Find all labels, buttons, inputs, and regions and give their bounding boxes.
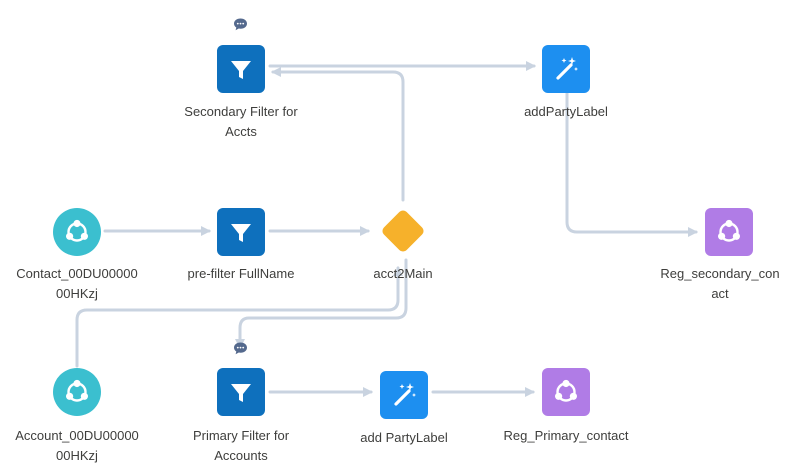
primary-filter-node[interactable]: [217, 368, 265, 416]
reg-secondary-contact-label: Reg_secondary_con act: [660, 266, 780, 301]
comment-icon[interactable]: [233, 17, 248, 32]
acct2main-join-node[interactable]: [379, 207, 427, 255]
prefilter-fullname-node[interactable]: [217, 208, 265, 256]
funnel-icon: [231, 224, 251, 242]
magic-wand-icon: [394, 383, 416, 406]
add-party-label-node-top[interactable]: [542, 45, 590, 93]
funnel-icon: [231, 384, 251, 402]
reg-secondary-contact-node[interactable]: [705, 208, 753, 256]
add-party-label-bottom-label: add PartyLabel: [360, 430, 448, 445]
primary-filter-label: Primary Filter for Accounts: [192, 428, 290, 463]
prefilter-fullname-label: pre-filter FullName: [187, 266, 295, 281]
acct2main-label: acct2Main: [373, 266, 433, 281]
connector-account-to-acct2main: [75, 266, 403, 368]
contact-input-node[interactable]: [53, 208, 101, 256]
connector-acct2main-to-secondary: [271, 67, 405, 202]
connector-addpartylabel-to-regsecondary: [565, 90, 698, 237]
funnel-icon: [231, 61, 251, 79]
add-party-label-top-label: addPartyLabel: [524, 104, 608, 119]
contact-input-label: Contact_00DU00000 00HKzj: [16, 266, 138, 301]
secondary-filter-label: Secondary Filter for Accts: [184, 104, 298, 139]
add-party-label-node-bottom[interactable]: [380, 371, 428, 419]
connector-acct2main-to-primary: [235, 258, 408, 349]
account-input-label: Account_00DU00000 00HKzj: [15, 428, 139, 463]
share-network-icon: [66, 379, 88, 402]
magic-wand-icon: [556, 57, 578, 80]
share-network-icon: [66, 219, 88, 242]
reg-primary-contact-label: Reg_Primary_contact: [503, 428, 629, 443]
share-network-icon: [555, 379, 577, 402]
account-input-node[interactable]: [53, 368, 101, 416]
reg-primary-contact-node[interactable]: [542, 368, 590, 416]
share-network-icon: [718, 219, 740, 242]
comment-icon[interactable]: [233, 341, 248, 356]
secondary-filter-node[interactable]: [217, 45, 265, 93]
